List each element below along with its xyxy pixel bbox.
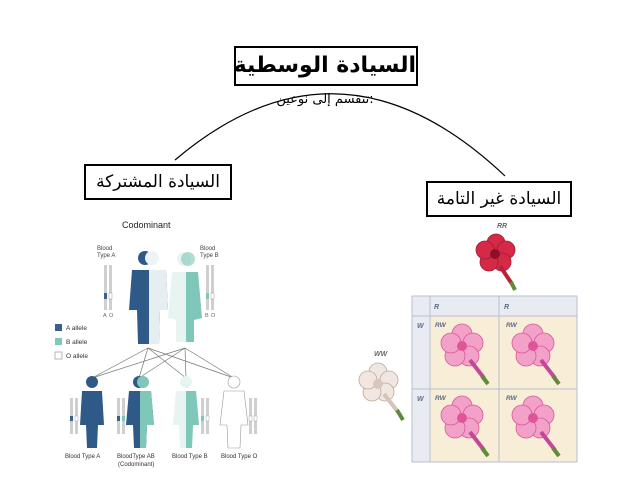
blood-type-a-line1: Blood [97,246,112,252]
parent-a-allele-o: O [109,313,114,319]
legend-a-allele: A allele [66,325,87,332]
blood-type-b-line1: Blood [200,246,215,252]
child-label-ab: BloodType AB [117,454,155,460]
label-rr: RR [497,223,507,230]
codominant-title: Codominant [122,220,171,230]
punnett-header-col [412,296,430,462]
mother-figure [168,252,202,342]
allele-legend: A allele B allele O allele [54,324,88,360]
header-r-2: R [504,304,509,311]
white-flower-ww [358,362,405,422]
parent-a-chromosomes [104,265,113,310]
incomplete-dominance-heading: السيادة غير التامة [426,181,572,217]
blood-type-a-line2: Type A [97,253,115,259]
row-w-1: W [417,323,425,330]
inheritance-lines [91,347,235,379]
child-label-a: Blood Type A [65,454,100,460]
child-label-o: Blood Type O [221,454,258,460]
cell-rw-2: RW [506,322,518,329]
row-w-2: W [417,396,425,403]
parent-a-allele-a: A [103,313,107,319]
subtitle: :تنقسم إلى نوعين [276,92,374,107]
punnett-header-row [412,296,577,316]
parent-b-allele-o: O [211,313,216,319]
child-type-ab [117,376,154,448]
child-label-b: Blood Type B [172,454,208,460]
child-label-codominant: (Codominant) [118,462,154,468]
blood-type-b-line2: Type B [200,253,219,259]
label-ww: WW [374,351,389,358]
cell-rw-1: RW [435,322,447,329]
punnett-grid-lines [411,295,578,463]
parent-b-chromosomes [206,265,215,310]
connector-arc [174,93,506,177]
child-type-o [219,375,258,449]
header-r-1: R [434,304,439,311]
main-title: السيادة الوسطية [234,46,418,86]
parent-b-allele-b: B [205,313,209,319]
legend-o-allele: O allele [66,353,88,360]
father-figure [129,251,168,344]
legend-b-allele: B allele [66,339,88,346]
punnett-grid-bg [412,296,577,462]
codominance-heading: السيادة المشتركة [84,164,232,200]
cell-rw-4: RW [506,395,518,402]
cell-rw-3: RW [435,395,447,402]
red-flower-rr [475,233,517,291]
child-type-b [173,376,210,448]
child-type-a [70,376,104,448]
